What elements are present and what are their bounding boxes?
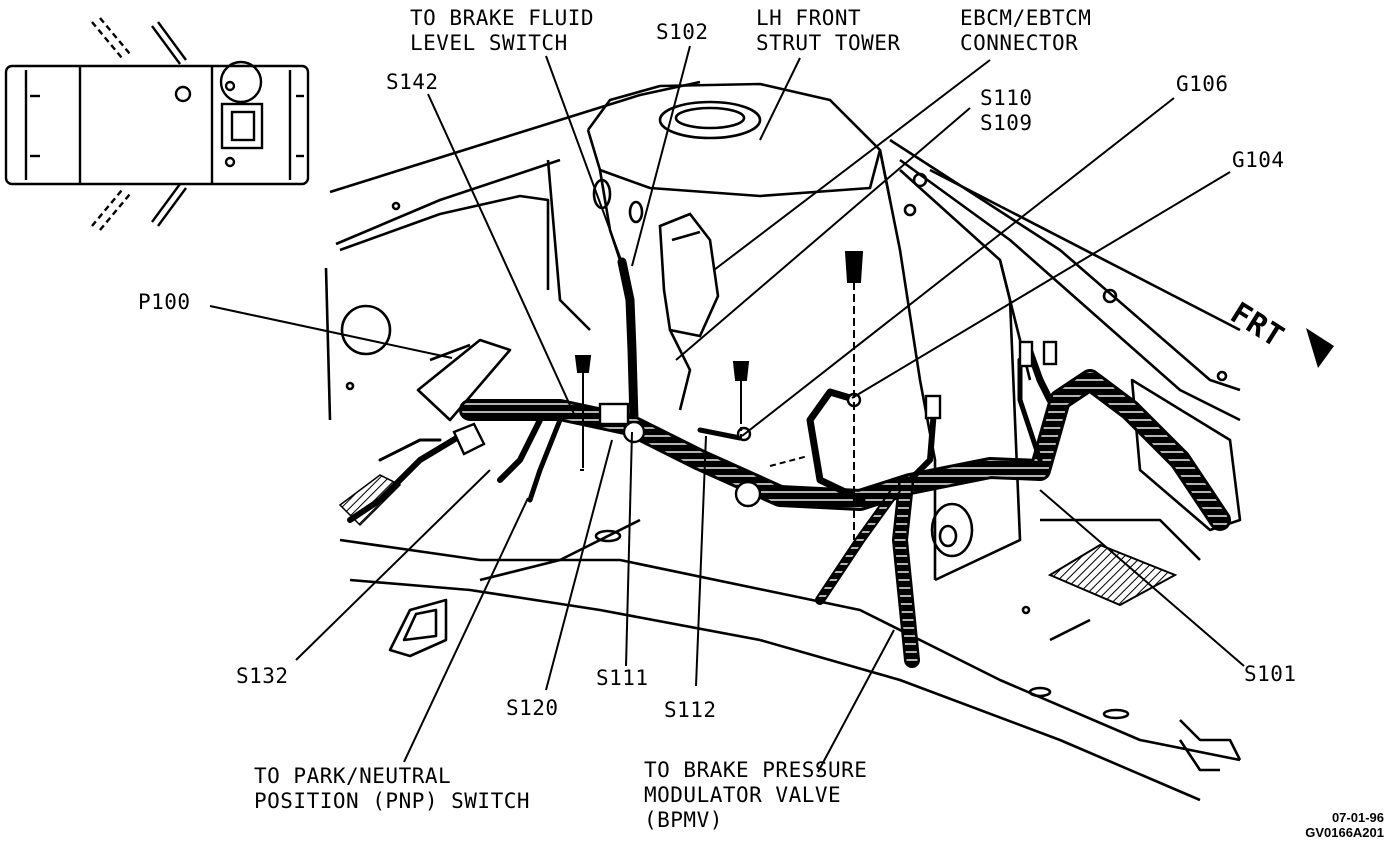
bpmv-label: TO BRAKE PRESSURE MODULATOR VALVE (BPMV) xyxy=(644,758,867,833)
stamp-date: 07-01-96 xyxy=(1331,810,1384,825)
s112-label: S112 xyxy=(664,698,717,722)
s110-label: S110 xyxy=(980,86,1033,110)
lh-front-strut-line1: LH FRONT xyxy=(756,6,862,30)
s132-label: S132 xyxy=(236,664,289,688)
body-structure xyxy=(324,80,1242,802)
brake-fluid-switch-label: TO BRAKE FLUID LEVEL SWITCH xyxy=(410,6,594,56)
bpmv-line2: MODULATOR VALVE xyxy=(644,783,842,807)
s109-label: S109 xyxy=(980,111,1033,135)
bolts xyxy=(574,251,864,540)
g104-label: G104 xyxy=(1232,148,1285,172)
pnp-switch-line2: POSITION (PNP) SWITCH xyxy=(254,789,531,813)
leader-lines xyxy=(209,45,1245,773)
s120-label: S120 xyxy=(506,696,559,720)
bpmv-line1: TO BRAKE PRESSURE xyxy=(644,758,868,782)
ebcm-connector-line2: CONNECTOR xyxy=(960,31,1079,55)
s102-label: S102 xyxy=(656,20,709,44)
ebcm-connector-line1: EBCM/EBTCM xyxy=(960,6,1092,30)
bpmv-line3: (BPMV) xyxy=(644,808,723,832)
pnp-switch-line1: TO PARK/NEUTRAL xyxy=(254,764,452,788)
vehicle-locator-view xyxy=(4,17,310,231)
pnp-switch-label: TO PARK/NEUTRAL POSITION (PNP) SWITCH xyxy=(254,764,530,814)
p100-label: P100 xyxy=(138,290,191,314)
s111-label: S111 xyxy=(596,666,649,690)
main-harness xyxy=(347,348,1231,668)
lh-front-strut-label: LH FRONT STRUT TOWER xyxy=(756,6,901,56)
s142-label: S142 xyxy=(386,70,439,94)
stamp-code: GV0166A201 xyxy=(1305,825,1384,840)
brake-fluid-switch-line1: TO BRAKE FLUID xyxy=(410,6,595,30)
ebcm-connector-label: EBCM/EBTCM CONNECTOR xyxy=(960,6,1091,56)
front-arrow xyxy=(1306,328,1334,368)
s101-label: S101 xyxy=(1244,662,1297,686)
brake-fluid-lead xyxy=(617,257,639,425)
drawing-stamp: 07-01-96 GV0166A201 xyxy=(1305,810,1384,840)
ebcm-connector-shape xyxy=(658,212,720,411)
lh-front-strut-line2: STRUT TOWER xyxy=(756,31,901,55)
brake-fluid-switch-line2: LEVEL SWITCH xyxy=(410,31,568,55)
g106-label: G106 xyxy=(1176,72,1229,96)
